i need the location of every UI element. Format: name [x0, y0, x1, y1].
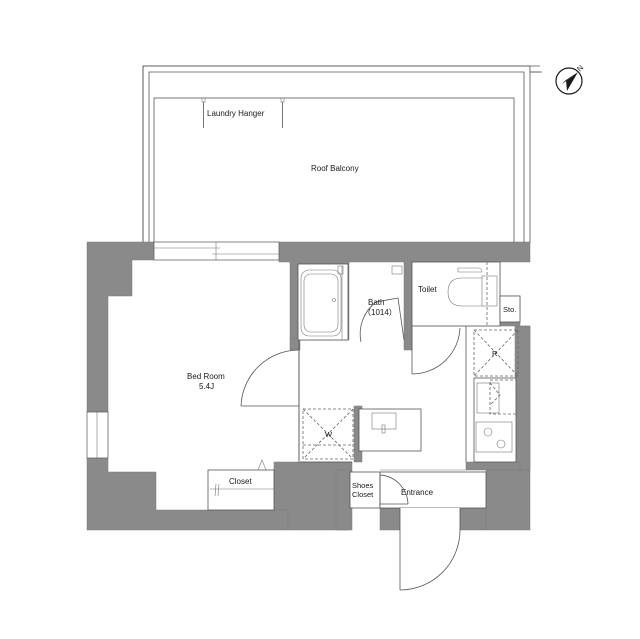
entrance-door[interactable] [399, 529, 461, 591]
closet-label: Closet [229, 477, 252, 486]
laundry-hanger [201, 97, 285, 128]
toilet-door[interactable] [411, 326, 461, 375]
toilet-label: Toilet [418, 285, 437, 294]
bath-size: （1014） [363, 308, 397, 317]
entrance [379, 469, 487, 530]
refrigerator-space [473, 329, 519, 377]
bed-room-size: 5.4J [199, 382, 214, 391]
north-arrow-icon [555, 67, 583, 95]
shoes-closet-label-1: Shoes [352, 481, 374, 490]
bath-label: Bath [368, 298, 384, 307]
closet [207, 459, 275, 511]
kitchen-counter [473, 377, 517, 463]
refrigerator-mark: R [492, 349, 498, 358]
bedroom-side-window [86, 411, 109, 459]
balcony-window [153, 241, 280, 261]
washer-space [302, 408, 354, 460]
toilet-room [411, 261, 501, 327]
compass-north-label: N [575, 63, 585, 73]
storage [499, 295, 521, 323]
washer-mark: W [325, 430, 333, 439]
storage-label: Sto. [503, 305, 516, 314]
roof-balcony [142, 65, 542, 244]
shoes-closet-label-2: Closet [352, 490, 374, 499]
washbasin [358, 408, 422, 452]
bed-room-label: Bed Room [187, 372, 225, 381]
bathroom [297, 263, 405, 343]
roof-balcony-label: Roof Balcony [311, 164, 359, 173]
shoes-closet-door[interactable] [379, 474, 409, 505]
shoes-closet [349, 471, 381, 509]
laundry-hanger-label: Laundry Hanger [207, 109, 265, 118]
partitions [298, 326, 467, 463]
entrance-label: Entrance [401, 488, 434, 497]
bedroom-door[interactable] [240, 349, 300, 460]
